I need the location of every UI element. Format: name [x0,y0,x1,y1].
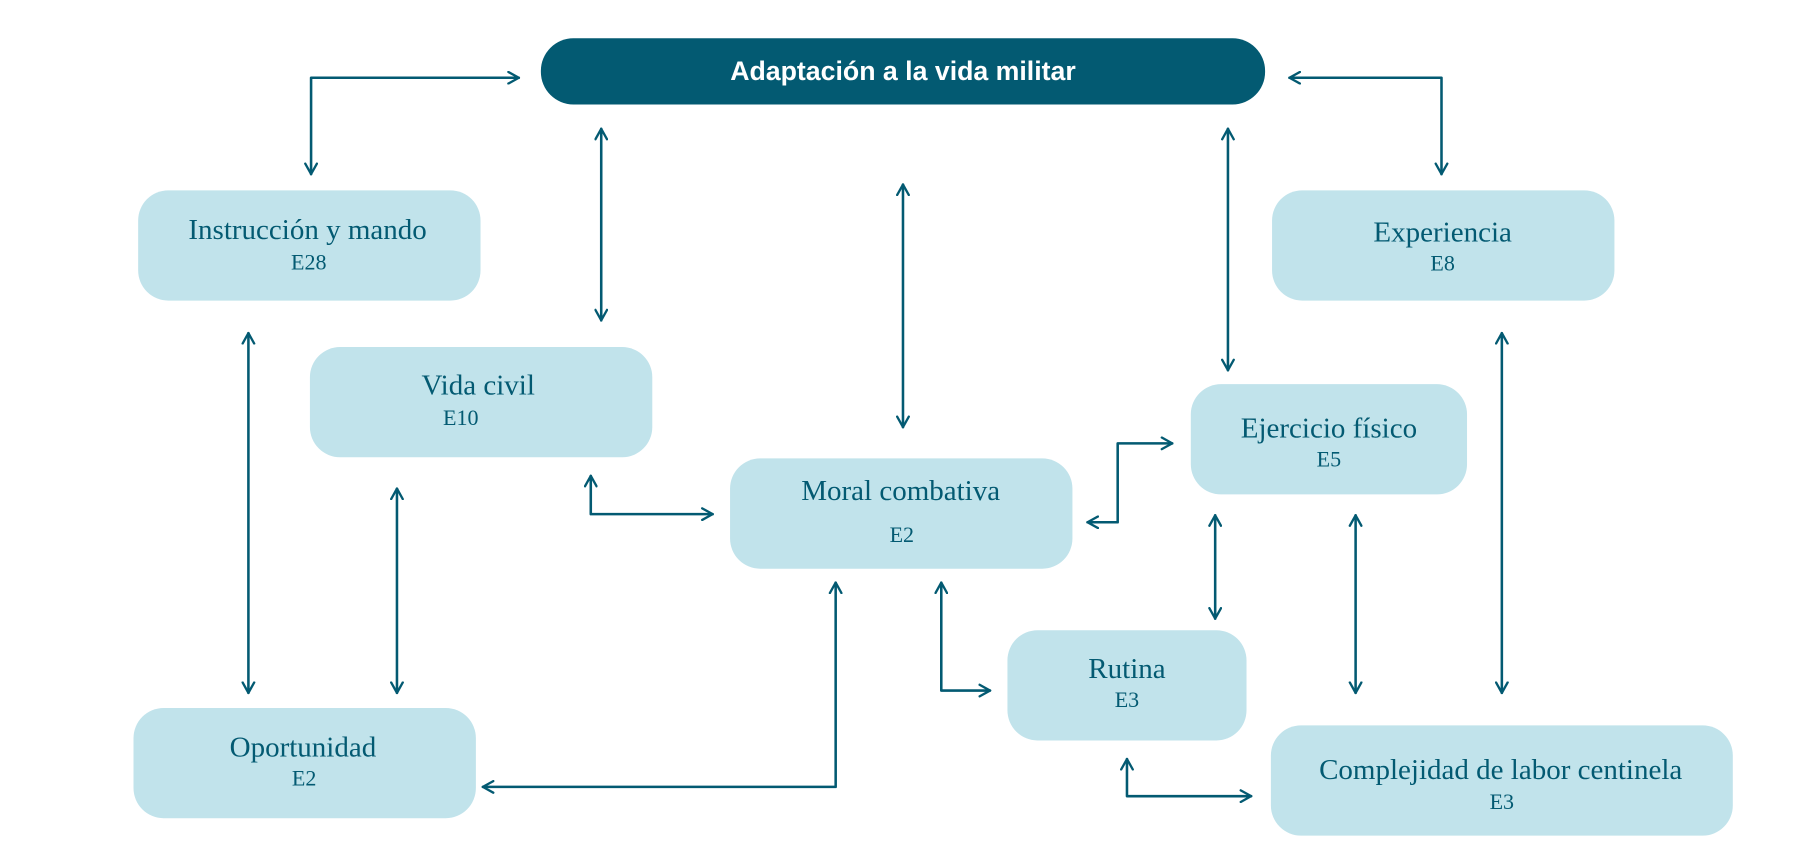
node-title: Instrucción y mando [188,214,426,246]
node-title: Vida civil [421,370,534,402]
node-code: E8 [1430,250,1454,275]
node-code: E28 [291,249,327,274]
node-code: E3 [1490,789,1515,814]
edge-adaptacion-instruccion [304,70,521,176]
node-complejidad[interactable]: Complejidad de labor centinela E3 [1270,725,1733,836]
node-title: Moral combativa [801,475,1000,507]
edge-rutina-complejidad [1120,757,1253,804]
node-experiencia[interactable]: Experiencia E8 [1272,190,1615,301]
node-code: E3 [1115,687,1139,712]
node-adaptacion[interactable]: Adaptación a la vida militar [540,38,1266,105]
node-code: E2 [292,766,317,791]
edge-adaptacion-experiencia [1288,70,1449,176]
edge-vida-civil-moral [583,474,714,522]
node-code: E2 [890,522,914,547]
node-oportunidad[interactable]: Oportunidad E2 [133,707,476,819]
node-title: Experiencia [1373,216,1512,248]
edge-moral-ejercicio [1086,436,1174,530]
node-title: Rutina [1088,653,1165,685]
node-rutina[interactable]: Rutina E3 [1007,630,1247,741]
links [241,70,1509,804]
node-ejercicio[interactable]: Ejercicio físico E5 [1190,384,1468,495]
node-title: Complejidad de labor centinela [1319,754,1682,786]
node-instruccion[interactable]: Instrucción y mando E28 [138,190,481,301]
node-moral[interactable]: Moral combativa E2 [730,458,1073,569]
node-title: Ejercicio físico [1241,413,1417,445]
edge-moral-rutina [934,581,992,698]
node-adaptacion-title: Adaptación a la vida militar [730,56,1076,86]
node-title: Oportunidad [230,732,377,764]
node-code: E10 [443,405,479,430]
node-vida-civil[interactable]: Vida civil E10 [309,347,653,458]
node-code: E5 [1317,447,1342,472]
edge-moral-oportunidad [481,581,843,794]
